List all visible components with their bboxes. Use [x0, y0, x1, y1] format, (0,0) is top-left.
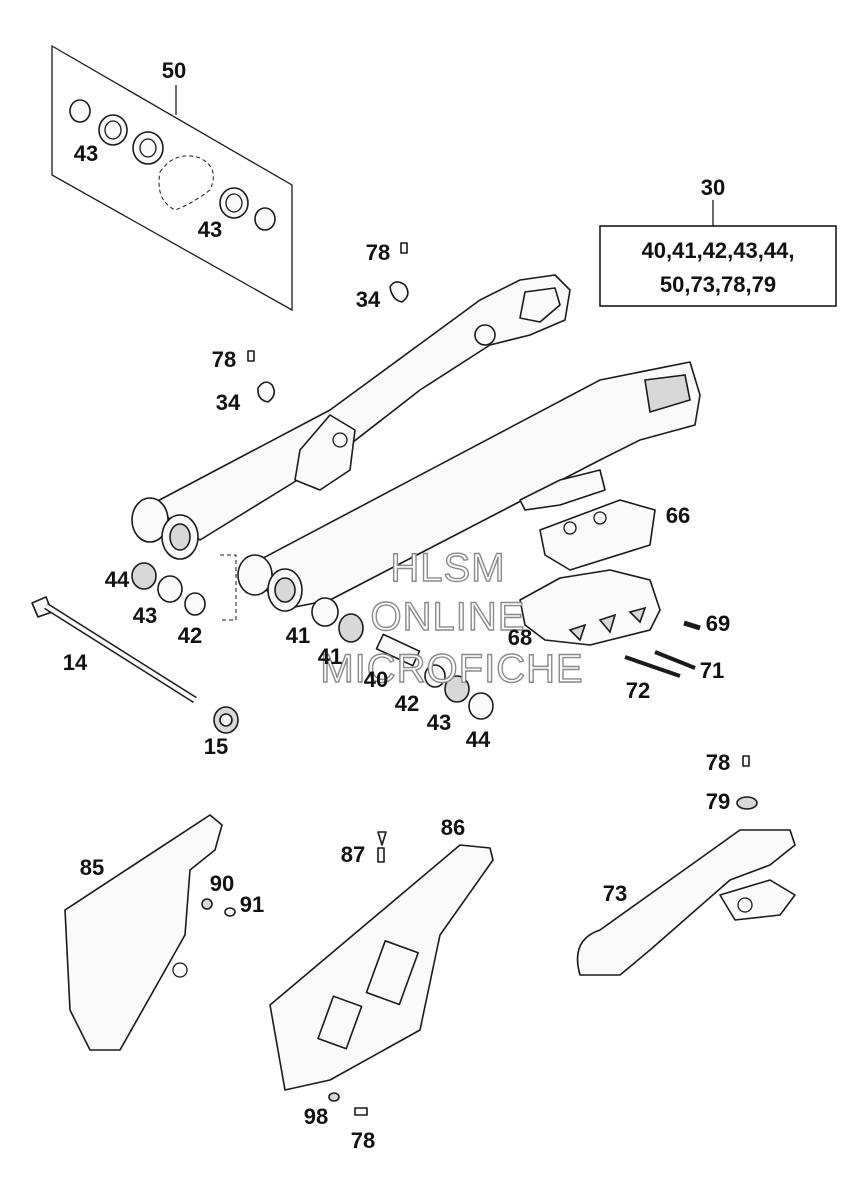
cable-clip-upper [389, 242, 409, 303]
kit-30-box [599, 200, 837, 307]
callout-30: 30 [701, 175, 725, 200]
chain-guard-86 [269, 831, 494, 1116]
callout-68: 68 [508, 625, 532, 650]
chain-guide-68 [519, 569, 661, 646]
chain-slider-73 [576, 755, 796, 976]
callout-40: 40 [364, 667, 388, 692]
callout-71: 71 [700, 658, 724, 683]
callout-41-a: 41 [286, 623, 310, 648]
chain-guide-66 [539, 499, 656, 571]
callout-98: 98 [304, 1104, 328, 1129]
callout-43-b: 43 [198, 217, 222, 242]
callout-78-d: 78 [351, 1128, 375, 1153]
pivot-axle-14 [31, 596, 239, 734]
bushings-right [311, 597, 494, 720]
callout-15: 15 [204, 734, 228, 759]
swingarm [131, 274, 701, 612]
callout-41-b: 41 [318, 644, 342, 669]
watermark-line2: ONLINE [371, 595, 526, 639]
callout-43-d: 43 [427, 710, 451, 735]
callout-69: 69 [706, 611, 730, 636]
callout-87: 87 [341, 842, 365, 867]
callout-14: 14 [63, 650, 88, 675]
callout-44-a: 44 [105, 567, 130, 592]
chain-guard-85 [64, 814, 236, 1051]
callout-78-a: 78 [366, 240, 390, 265]
callout-50: 50 [162, 58, 186, 83]
kit-box-line2: 50,73,78,79 [660, 272, 776, 297]
callout-43-c: 43 [133, 603, 157, 628]
callout-86: 86 [441, 815, 465, 840]
watermark-line3: MICROFICHE [320, 647, 583, 691]
watermark: HLSM ONLINE MICROFICHE [320, 545, 584, 691]
bushings-left [131, 554, 237, 621]
callout-78-c: 78 [706, 750, 730, 775]
bearing-kit-50-group [51, 44, 293, 312]
callout-79: 79 [706, 789, 730, 814]
callout-34-a: 34 [356, 287, 381, 312]
callout-91: 91 [240, 892, 264, 917]
callout-90: 90 [210, 871, 234, 896]
callout-66: 66 [666, 503, 690, 528]
watermark-line1: HLSM [390, 546, 505, 590]
callout-85: 85 [80, 855, 104, 880]
callout-73: 73 [603, 881, 627, 906]
callout-42-a: 42 [178, 623, 202, 648]
kit-box-line1: 40,41,42,43,44, [642, 238, 795, 263]
callout-78-b: 78 [212, 347, 236, 372]
bolts-69-71-72 [624, 620, 701, 678]
callout-43-a: 43 [74, 141, 98, 166]
callout-44-b: 44 [466, 727, 491, 752]
callout-72: 72 [626, 678, 650, 703]
callout-42-b: 42 [395, 691, 419, 716]
callout-34-b: 34 [216, 390, 241, 415]
cable-clip-lower [247, 350, 276, 403]
